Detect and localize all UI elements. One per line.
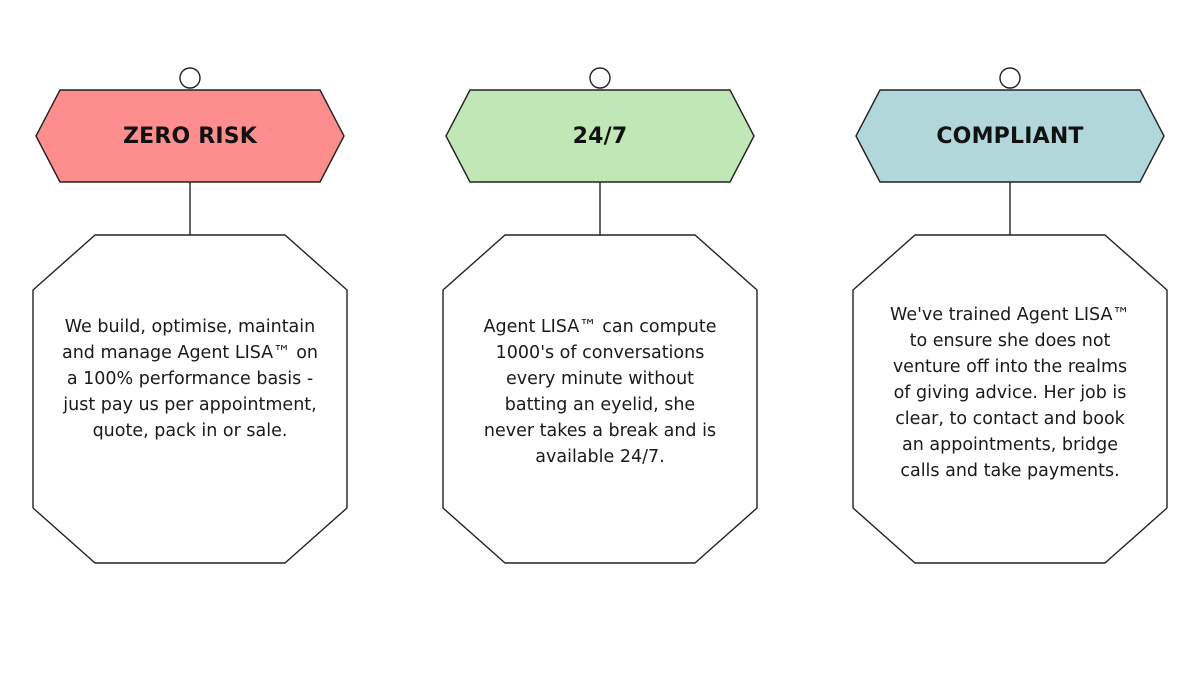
card-3-body-octagon [852, 234, 1168, 564]
card-2-description: Agent LISA™ can compute 1000's of conver… [483, 317, 717, 467]
card-1-body-octagon [32, 234, 348, 564]
card-1-title-tag [35, 89, 345, 183]
card-2-shapes [442, 67, 758, 564]
card-1-title: ZERO RISK [122, 123, 258, 149]
card-3-shapes [852, 67, 1168, 564]
card-3-title-tag [855, 89, 1165, 183]
card-1-description: We build, optimise, maintain and manage … [61, 317, 319, 441]
card-3-description: We've trained Agent LISA™ to ensure she … [890, 305, 1130, 481]
card-1-hanger-ring [179, 67, 201, 89]
card-2-title: 24/7 [572, 123, 628, 149]
card-3-title: COMPLIANT [936, 123, 1084, 149]
card-2-hanger-ring [589, 67, 611, 89]
card-1-shapes [32, 67, 348, 564]
card-2-title-tag [445, 89, 755, 183]
card-2-body-octagon [442, 234, 758, 564]
card-3-hanger-ring [999, 67, 1021, 89]
